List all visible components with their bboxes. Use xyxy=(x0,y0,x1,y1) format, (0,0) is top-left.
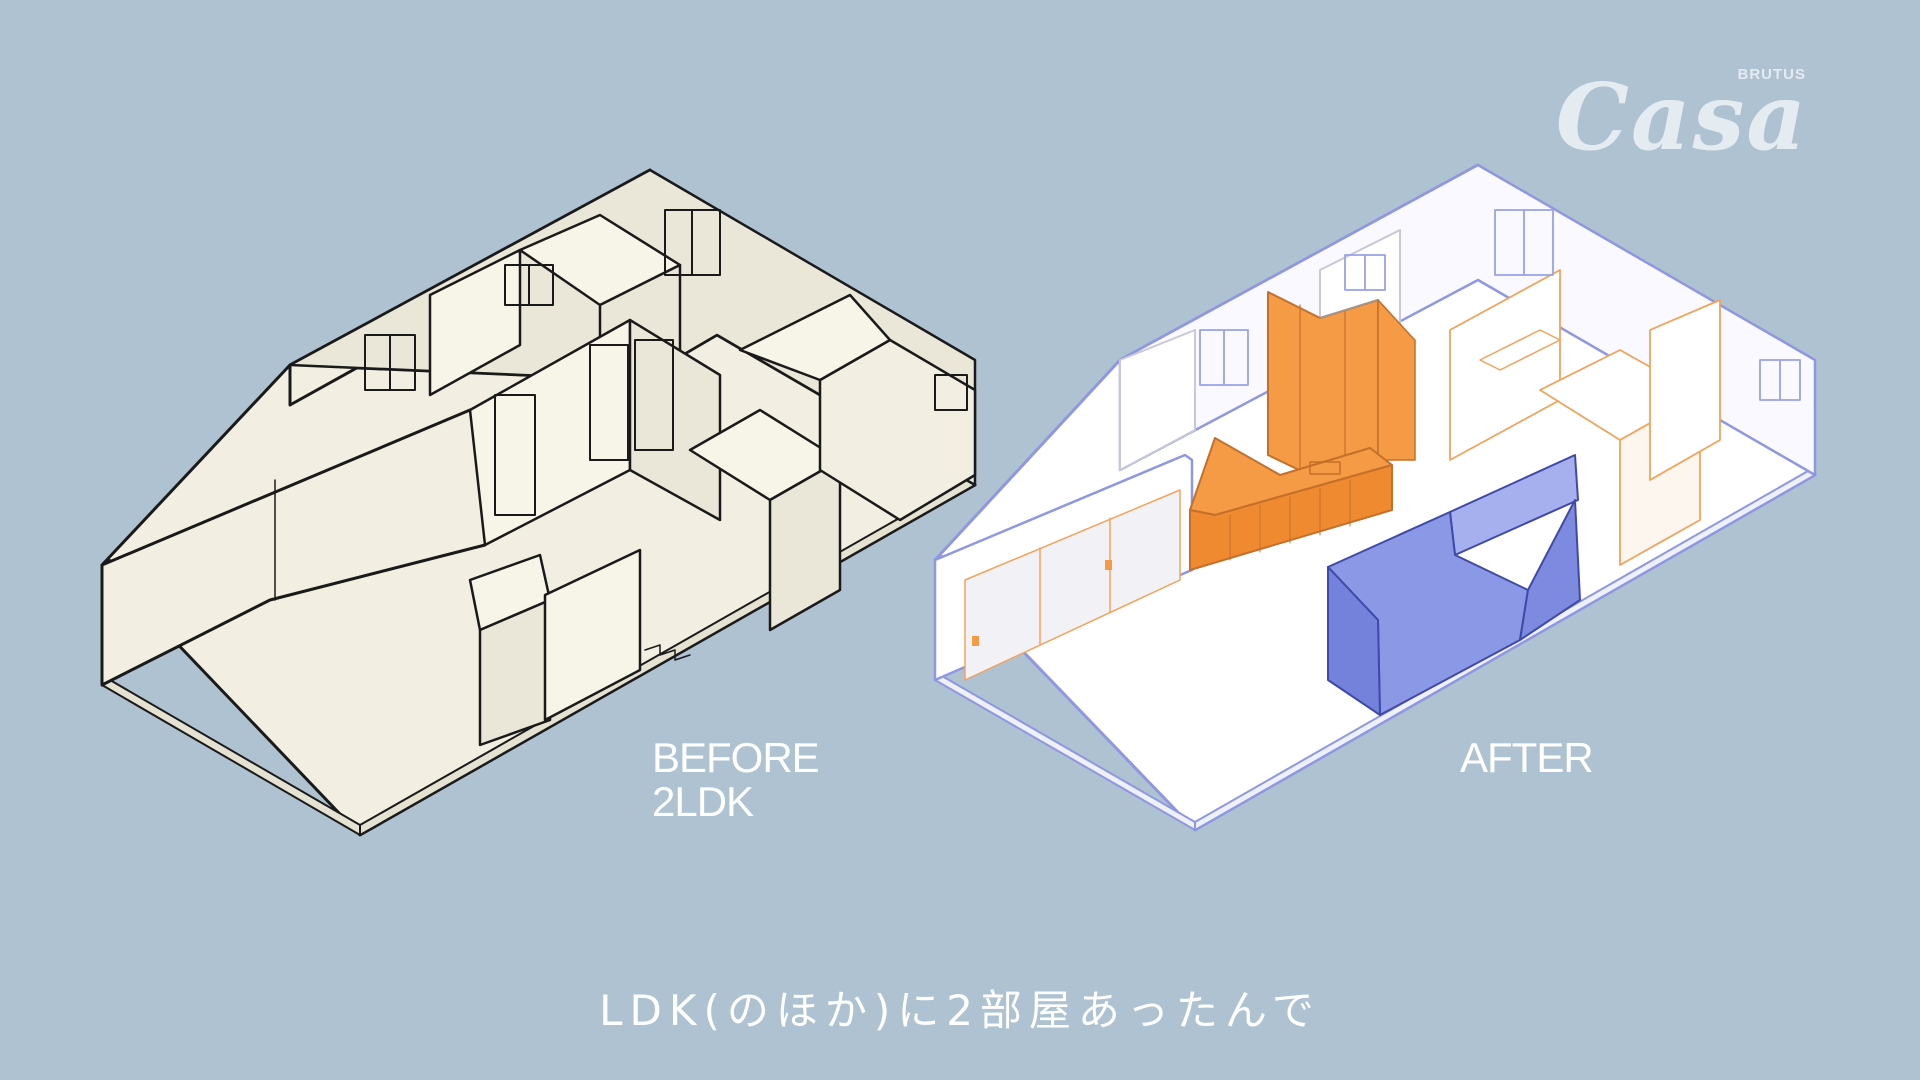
after-window-4 xyxy=(1759,359,1801,401)
before-window-1 xyxy=(364,334,416,391)
after-sink xyxy=(1309,461,1341,475)
before-floor-plan xyxy=(100,168,977,837)
before-window-2 xyxy=(504,264,554,306)
before-window-3 xyxy=(664,209,721,276)
before-label: BEFORE 2LDK xyxy=(652,734,820,825)
logo-word: Casa xyxy=(1555,63,1808,171)
after-window-3 xyxy=(1494,209,1554,276)
before-stairs xyxy=(644,644,691,661)
after-back-wall-left xyxy=(1119,329,1196,471)
after-door-handle-2 xyxy=(1105,560,1112,570)
after-partition-5 xyxy=(1649,299,1721,481)
after-partition-6 xyxy=(1479,329,1561,371)
brand-logo: BRUTUS Casa xyxy=(1556,62,1808,172)
after-window-1 xyxy=(1199,329,1249,386)
before-door-2 xyxy=(589,344,629,461)
logo-sub: BRUTUS xyxy=(1737,66,1806,83)
before-door-1 xyxy=(494,394,536,516)
after-sliding-doors xyxy=(964,489,1181,681)
video-caption: LDK(のほか)に2部屋あったんで xyxy=(599,986,1321,1035)
before-partition-7 xyxy=(768,458,842,632)
before-plan: 2LDK xyxy=(652,778,754,825)
after-door-handle-1 xyxy=(972,636,979,646)
before-door-3 xyxy=(634,339,674,451)
before-window-4 xyxy=(934,374,968,411)
before-partition-9 xyxy=(738,293,892,382)
before-title: BEFORE xyxy=(652,734,820,781)
after-floor-plan xyxy=(933,163,1817,832)
after-blue-sofa-front xyxy=(1327,566,1381,716)
after-label: AFTER xyxy=(1460,734,1594,781)
after-window-2 xyxy=(1344,254,1386,291)
before-partition-1 xyxy=(428,248,522,397)
after-kitchen-counter-front xyxy=(1189,464,1393,571)
after-counter-slats xyxy=(1229,479,1351,561)
after-title: AFTER xyxy=(1460,734,1594,781)
before-partition-5 xyxy=(628,318,722,522)
before-stair-wall xyxy=(543,548,642,722)
after-orange-panel-2 xyxy=(1377,299,1416,461)
after-blue-sofa-side xyxy=(1519,499,1581,641)
before-kitchen-unit xyxy=(478,598,552,747)
